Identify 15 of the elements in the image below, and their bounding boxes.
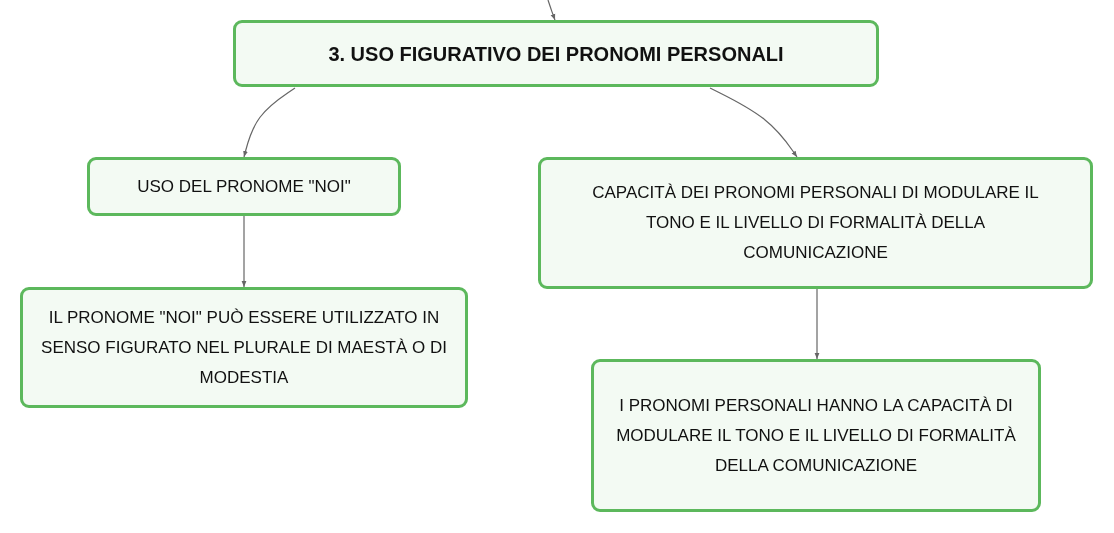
box-text: IL PRONOME "NOI" PUÒ ESSERE UTILIZZATO IN SENSO FIGURATO NEL PLURALE DI MAESTÀ O DI MODESTIA bbox=[40, 306, 448, 389]
connector-arrow bbox=[547, 0, 556, 21]
connector-arrow bbox=[243, 87, 296, 158]
concept-box bbox=[591, 359, 1041, 512]
concept-box bbox=[538, 157, 1093, 289]
concept-box bbox=[20, 287, 468, 408]
concept-box bbox=[87, 157, 401, 216]
title-text: 3. USO FIGURATIVO DEI PRONOMI PERSONALI bbox=[328, 41, 784, 67]
box-text: I PRONOMI PERSONALI HANNO LA CAPACITÀ DI MODULARE IL TONO E IL LIVELLO DI FORMALITÀ DELLA COMUNICAZIONE bbox=[615, 394, 1017, 477]
connector-arrow bbox=[709, 87, 798, 158]
box-text: CAPACITÀ DEI PRONOMI PERSONALI DI MODULARE IL TONO E IL LIVELLO DI FORMALITÀ DELLA COMUNICAZIONE bbox=[591, 182, 1040, 264]
connector-arrow bbox=[814, 288, 820, 360]
connector-arrow bbox=[241, 215, 247, 288]
box-text: USO DEL PRONOME "NOI" bbox=[137, 175, 351, 198]
title-box bbox=[233, 20, 879, 87]
